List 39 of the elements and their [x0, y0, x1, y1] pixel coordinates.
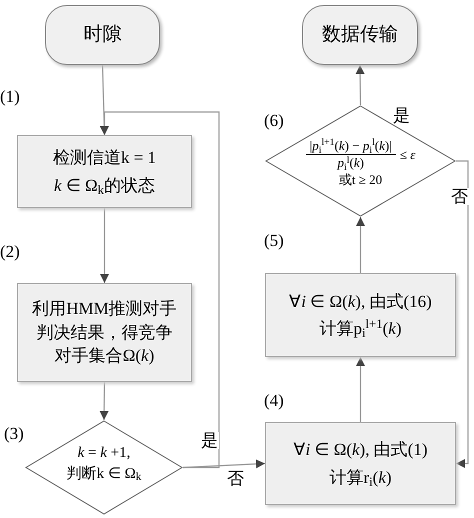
step-number: (4) [264, 391, 284, 410]
process-box [17, 135, 192, 208]
node-text: 计算p$_{i}$$^{l+1}$(k) [319, 317, 402, 340]
arrow [100, 382, 109, 420]
denominator-text: p$_{i}$$^{l}$(k) [338, 155, 364, 172]
arrow [182, 459, 266, 468]
step-number: (6) [264, 111, 284, 130]
edge-label: 是 [393, 106, 410, 125]
node-text: 判断k ∈ Ω$_{k}$ [66, 464, 142, 484]
process-box [265, 273, 456, 357]
node-text: 计算r$_{i}$(k) [329, 466, 392, 489]
node-text: 时隙 [84, 22, 122, 47]
edge-label: 是 [201, 431, 218, 450]
node-text: 数据传输 [322, 22, 398, 47]
arrow [356, 357, 365, 422]
terminal-box [302, 5, 418, 65]
step-number: (2) [0, 242, 20, 261]
arrow [100, 111, 220, 468]
step-number: (3) [4, 424, 24, 443]
node-text: k ∈ Ω$_{k}$的状态 [54, 174, 156, 197]
edge-label: 否 [227, 469, 244, 488]
arrow [356, 65, 365, 105]
step-number: (1) [0, 87, 20, 106]
node-text: k = k +1, [78, 444, 130, 463]
node-text: 利用HMM推测对手判决结果，得竞争对手集合Ω(k) [31, 298, 178, 368]
edge-label: 否 [451, 187, 468, 206]
terminal-box [45, 5, 160, 65]
node-text: ≤ ε [400, 146, 416, 163]
arrow [456, 160, 469, 468]
numerator-text: |p$_{i}$$^{l+1}$(k) − p$_{i}$$^{l}$(k)| [306, 138, 396, 156]
node-text: ∀i ∈ Ω(k), 由式(1) [293, 439, 428, 462]
arrow [100, 208, 109, 283]
step-number: (5) [264, 231, 284, 250]
process-box [17, 283, 192, 382]
node-text: 检测信道k = 1 [52, 147, 156, 170]
arrow [356, 217, 365, 273]
process-box [265, 422, 456, 505]
node-text: ∀i ∈ Ω(k), 由式(16) [289, 290, 432, 313]
node-text: 或t ≥ 20 [338, 172, 382, 188]
